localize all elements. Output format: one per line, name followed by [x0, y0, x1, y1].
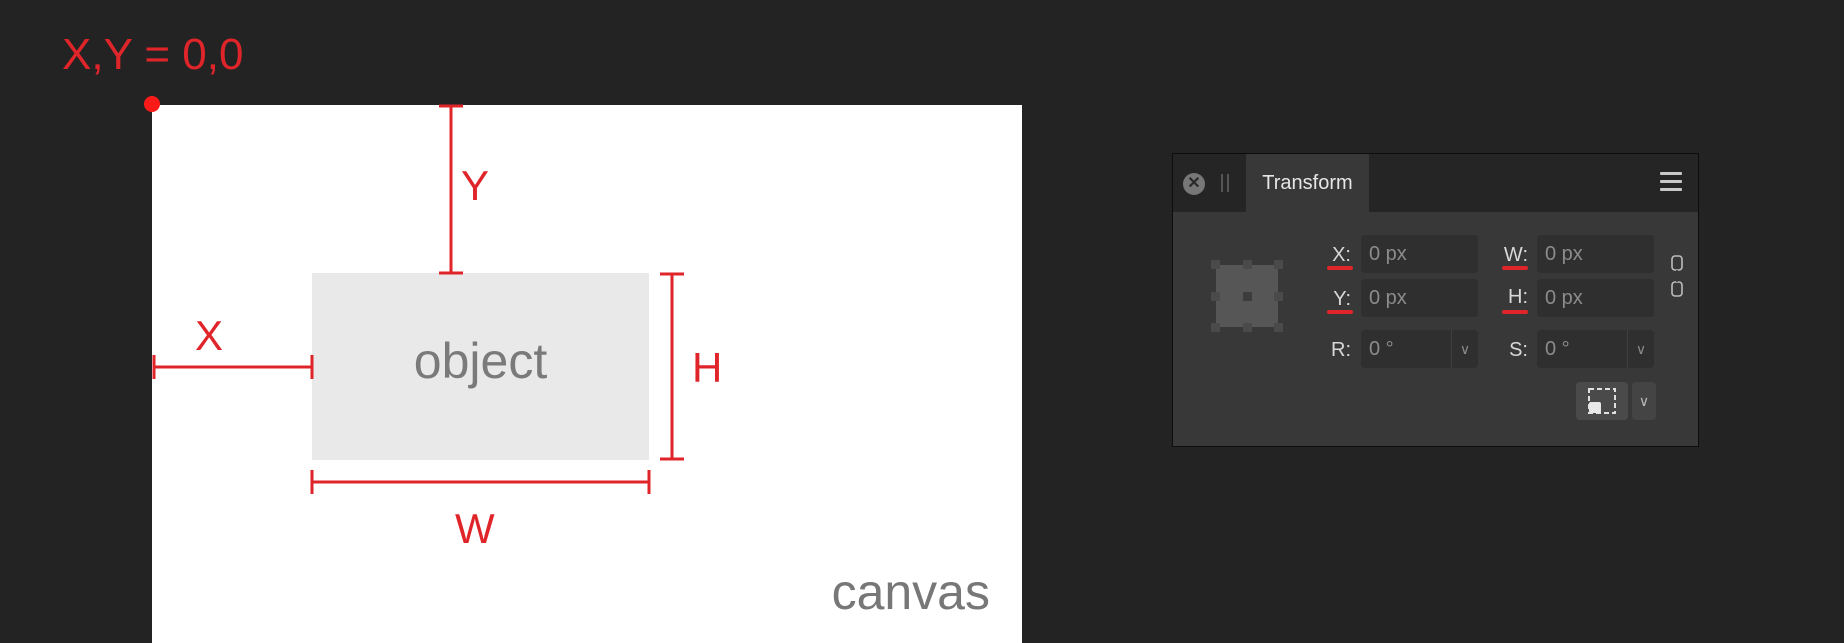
x-label: X: [195, 312, 224, 359]
r-field-label: R:: [1331, 339, 1351, 361]
r-dropdown-icon[interactable]: ∨: [1451, 330, 1478, 368]
anchor-point-selector[interactable]: [1211, 260, 1283, 332]
h-field[interactable]: 0 px: [1537, 279, 1654, 317]
panel-header: ✕ Transform: [1173, 154, 1698, 212]
transform-origin-button[interactable]: [1576, 382, 1628, 420]
x-label-underline: [1327, 266, 1353, 270]
w-field-label: W:: [1503, 244, 1528, 266]
transform-panel: ✕ Transform X: 0 px Y: 0 px W: 0 px H: 0…: [1172, 153, 1699, 447]
anchor-handle-tl[interactable]: [1211, 260, 1220, 269]
hamburger-menu-icon[interactable]: [1660, 172, 1682, 194]
anchor-handle-bc[interactable]: [1243, 323, 1252, 332]
x-field[interactable]: 0 px: [1361, 235, 1478, 273]
s-field-label: S:: [1509, 339, 1528, 361]
y-field-label: Y:: [1333, 288, 1351, 310]
drag-grip-icon[interactable]: [1221, 174, 1229, 192]
origin-dot: [144, 96, 160, 112]
w-label: W: [455, 505, 495, 552]
r-field[interactable]: 0 ° ∨: [1361, 330, 1478, 368]
anchor-handle-ml[interactable]: [1211, 292, 1220, 301]
s-field-value: 0 °: [1545, 338, 1570, 360]
s-field[interactable]: 0 ° ∨: [1537, 330, 1654, 368]
canvas: object canvas: [152, 105, 1022, 643]
s-dropdown-icon[interactable]: ∨: [1627, 330, 1654, 368]
anchor-handle-tc[interactable]: [1243, 260, 1252, 269]
w-field[interactable]: 0 px: [1537, 235, 1654, 273]
selection-box-icon: [1588, 388, 1616, 414]
h-field-label: H:: [1508, 286, 1528, 308]
y-label-underline: [1327, 310, 1353, 314]
object-label: object: [413, 332, 548, 389]
r-field-value: 0 °: [1369, 338, 1394, 360]
anchor-handle-center[interactable]: [1243, 292, 1252, 301]
anchor-handle-mr[interactable]: [1274, 292, 1283, 301]
y-label: Y: [461, 162, 490, 209]
close-icon[interactable]: ✕: [1183, 173, 1205, 195]
transform-origin-dropdown-icon[interactable]: ∨: [1632, 382, 1656, 420]
origin-label: X,Y = 0,0: [62, 30, 244, 79]
anchor-handle-tr[interactable]: [1274, 260, 1283, 269]
x-field-label: X:: [1332, 244, 1351, 266]
h-label: H: [692, 344, 723, 391]
object-box: object: [312, 273, 649, 460]
tab-transform[interactable]: Transform: [1246, 154, 1369, 212]
h-label-underline: [1502, 310, 1528, 314]
y-field[interactable]: 0 px: [1361, 279, 1478, 317]
canvas-label: canvas: [831, 564, 990, 620]
link-aspect-icon[interactable]: [1670, 254, 1684, 298]
w-label-underline: [1502, 266, 1528, 270]
anchor-handle-bl[interactable]: [1211, 323, 1220, 332]
anchor-handle-br[interactable]: [1274, 323, 1283, 332]
